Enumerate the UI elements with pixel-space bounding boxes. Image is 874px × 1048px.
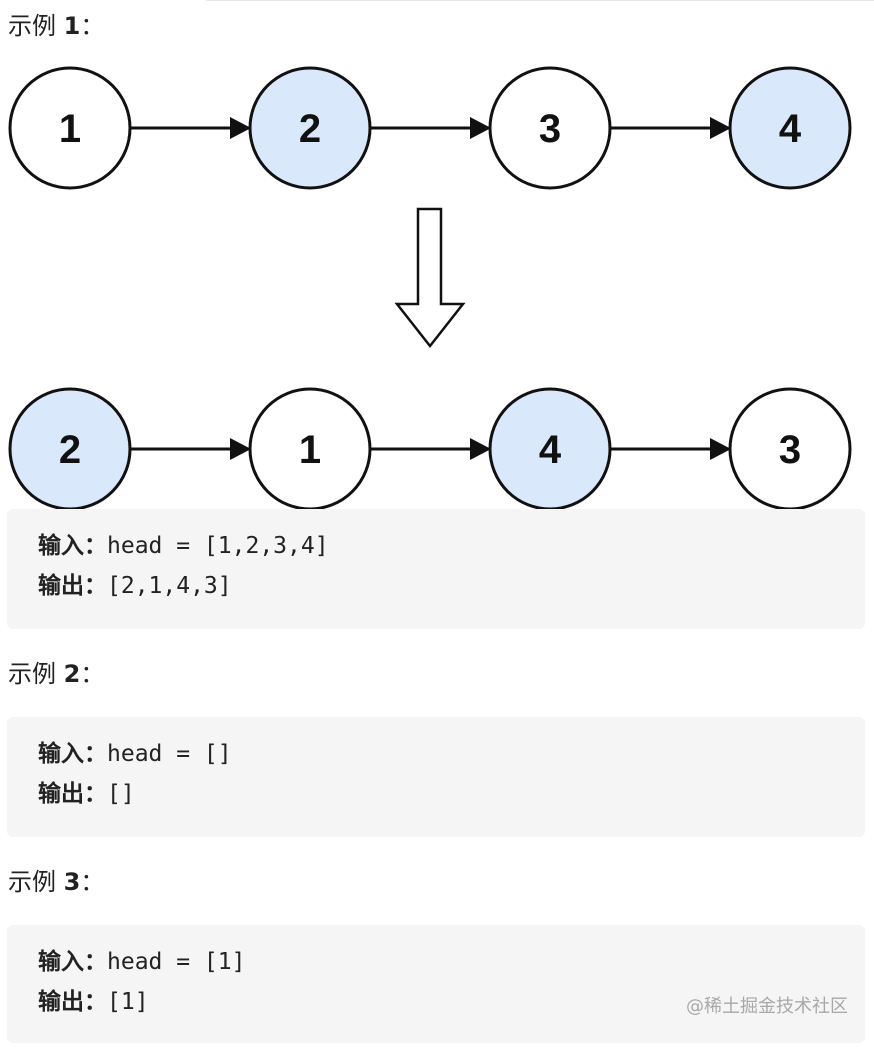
example-2-output-label: 输出： <box>38 781 107 807</box>
before-node-4-label: 4 <box>779 107 802 151</box>
after-node-4-label: 3 <box>779 428 801 472</box>
example-1-code-block: 输入：head = [1,2,3,4] 输出：[2,1,4,3] <box>7 509 865 629</box>
example-2-title: 示例 2： <box>8 660 104 688</box>
example-1-output-value: [2,1,4,3] <box>107 573 232 599</box>
top-divider <box>206 0 874 1</box>
example-3-title-prefix: 示例 <box>8 868 64 896</box>
example-2-output-value: [] <box>107 781 135 807</box>
example-2-input-line: 输入：head = [] <box>38 740 232 768</box>
after-arrowhead-1 <box>230 438 251 460</box>
example-2-title-prefix: 示例 <box>8 660 64 688</box>
after-arrowhead-2 <box>470 438 491 460</box>
after-node-1-label: 2 <box>59 428 81 472</box>
example-2-input-label: 输入： <box>38 741 107 767</box>
example-1-output-line: 输出：[2,1,4,3] <box>38 572 232 600</box>
example-3-input-value: head = [1] <box>107 949 246 975</box>
before-node-1 <box>8 66 132 190</box>
example-1-number: 1 <box>63 12 81 40</box>
example-1-input-value: head = [1,2,3,4] <box>107 533 329 559</box>
before-links <box>130 117 731 139</box>
example-2-number: 2 <box>63 660 81 688</box>
example-3-code-block: 输入：head = [1] 输出：[1] <box>7 925 865 1043</box>
example-3-title: 示例 3： <box>8 868 104 896</box>
after-node-3-label: 4 <box>539 428 562 472</box>
before-node-4 <box>728 66 852 190</box>
down-arrow-icon <box>394 207 466 349</box>
example-1-input-line: 输入：head = [1,2,3,4] <box>38 532 329 560</box>
example-1-title-prefix: 示例 <box>8 12 64 40</box>
example-3-output-label: 输出： <box>38 989 107 1015</box>
before-nodes: 1 2 3 4 <box>8 66 852 190</box>
after-nodes: 2 1 4 3 <box>8 387 852 511</box>
example-2-colon: ： <box>80 660 105 688</box>
example-2-code-block: 输入：head = [] 输出：[] <box>7 717 865 837</box>
example-3-colon: ： <box>80 868 105 896</box>
before-node-3 <box>488 66 612 190</box>
after-node-2-label: 1 <box>299 428 321 472</box>
after-arrowhead-3 <box>710 438 731 460</box>
example-3-output-value: [1] <box>107 989 149 1015</box>
example-1-input-label: 输入： <box>38 533 107 559</box>
before-node-1-label: 1 <box>59 107 81 151</box>
before-arrowhead-3 <box>710 117 731 139</box>
before-node-3-label: 3 <box>539 107 561 151</box>
before-arrowhead-1 <box>230 117 251 139</box>
after-links <box>130 438 731 460</box>
example-1-colon: ： <box>80 12 105 40</box>
linked-list-swap-diagram: 1 2 3 4 2 1 4 3 <box>8 66 852 511</box>
example-2-output-line: 输出：[] <box>38 780 135 808</box>
example-3-input-line: 输入：head = [1] <box>38 948 245 976</box>
example-3-input-label: 输入： <box>38 949 107 975</box>
example-3-output-line: 输出：[1] <box>38 988 149 1016</box>
example-2-input-value: head = [] <box>107 741 232 767</box>
before-node-2 <box>248 66 372 190</box>
example-1-title: 示例 1： <box>8 12 104 40</box>
example-1-output-label: 输出： <box>38 573 107 599</box>
watermark: @稀土掘金技术社区 <box>686 996 848 1017</box>
example-3-number: 3 <box>63 868 81 896</box>
before-node-2-label: 2 <box>299 107 321 151</box>
before-arrowhead-2 <box>470 117 491 139</box>
